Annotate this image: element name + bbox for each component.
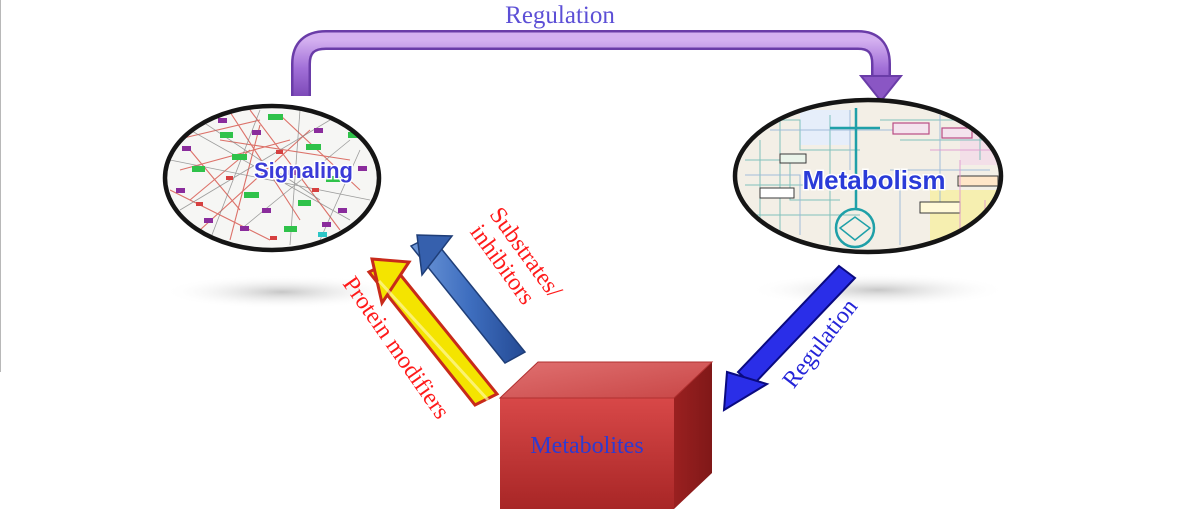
metabolites-box bbox=[498, 361, 714, 509]
top-regulation-arrow bbox=[291, 30, 904, 103]
metabolism-shadow bbox=[748, 273, 1008, 307]
signaling-shadow bbox=[162, 275, 402, 309]
metabolism-label: Metabolism bbox=[802, 165, 945, 195]
metabolites-label: Metabolites bbox=[530, 433, 643, 459]
substrates-inhibitors-arrow bbox=[409, 234, 527, 364]
signaling-label: Signaling bbox=[254, 158, 353, 183]
metabolism-to-metabolites-arrow bbox=[722, 264, 857, 412]
protein-modifiers-arrow bbox=[366, 257, 500, 407]
signaling-network bbox=[162, 103, 382, 253]
left-border-line bbox=[0, 0, 1, 372]
top-regulation-label: Regulation bbox=[505, 2, 615, 29]
